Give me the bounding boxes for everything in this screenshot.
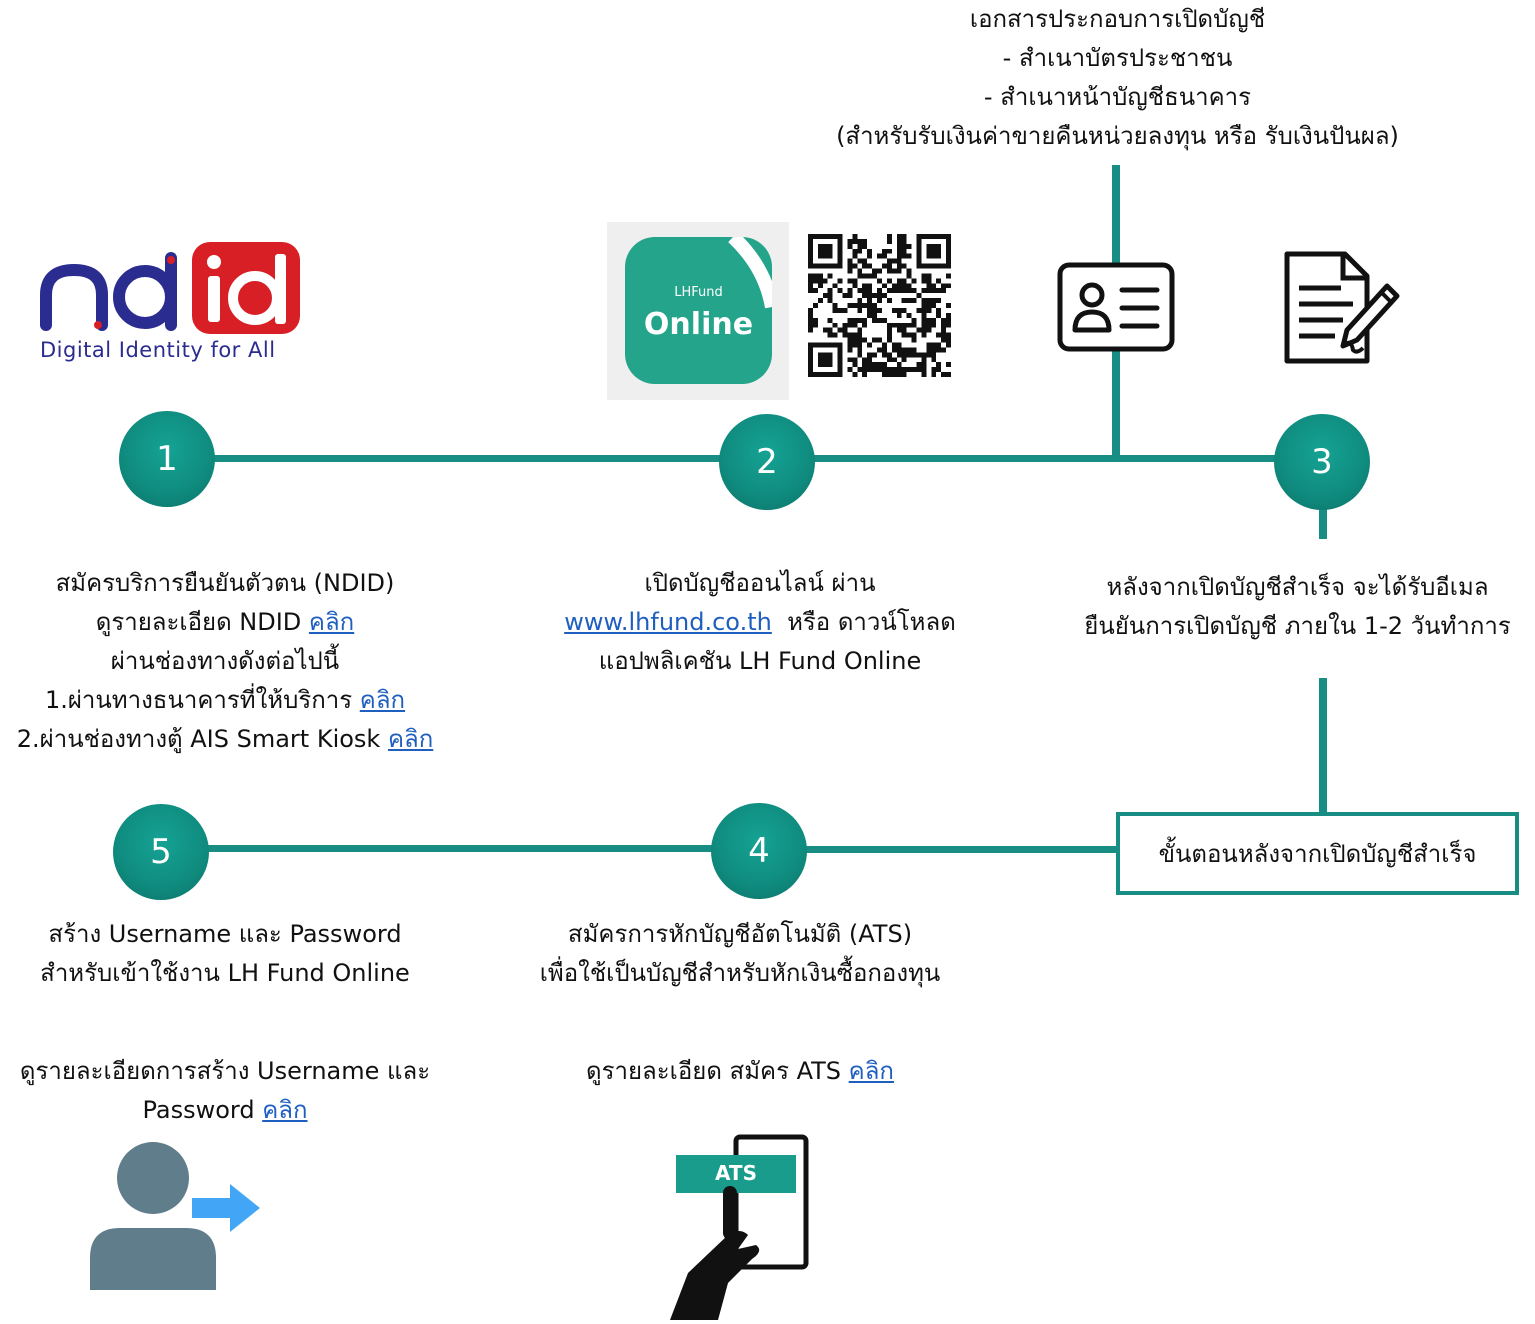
- step-4-line-2: เพื่อใช้เป็นบัญชีสำหรับหักเงินซื้อกองทุน: [539, 959, 941, 987]
- ats-badge: ATS: [715, 1161, 757, 1185]
- ndid-detail-link[interactable]: คลิก: [308, 608, 355, 636]
- qr-code-icon[interactable]: [808, 234, 951, 377]
- ats-phone-hand-icon: ATS: [668, 1133, 818, 1320]
- app-icon-brand: LHFund: [674, 285, 723, 300]
- ndid-tagline: Digital Identity for All: [40, 338, 276, 362]
- step-1-kiosk-channel: 2.ผ่านช่องทางตู้ AIS Smart Kiosk คลิก: [16, 725, 434, 753]
- ats-detail-link[interactable]: คลิก: [848, 1057, 894, 1085]
- step-5-line-2: สำหรับเข้าใช้งาน LH Fund Online: [40, 959, 410, 987]
- lhfund-app-icon[interactable]: LHFund Online: [607, 222, 789, 400]
- step-4-detail-line: ดูรายละเอียด สมัคร ATS คลิก: [586, 1057, 894, 1085]
- document-sign-icon: [1283, 250, 1403, 365]
- step-5-circle: 5: [113, 804, 209, 900]
- step-2-circle: 2: [719, 414, 815, 510]
- app-icon-name: Online: [643, 307, 754, 342]
- step-1-bank-channel: 1.ผ่านทางธนาคารที่ให้บริการ คลิก: [44, 686, 406, 714]
- ndid-logo-graphic: [40, 242, 300, 334]
- step-1-title: สมัครบริการยืนยันตัวตน (NDID): [55, 569, 395, 597]
- step-5-text: สร้าง Username และ Password สำหรับเข้าใช…: [0, 915, 450, 993]
- user-login-icon: [86, 1140, 266, 1295]
- documents-title: เอกสารประกอบการเปิดบัญชี: [969, 5, 1266, 33]
- step-4-text: สมัครการหักบัญชีอัตโนมัติ (ATS) เพื่อใช้…: [510, 915, 970, 993]
- step-5-line-1: สร้าง Username และ Password: [48, 920, 402, 948]
- connector-step4-step5: [206, 845, 716, 852]
- step-2-app-line: แอปพลิเคชัน LH Fund Online: [598, 647, 922, 675]
- documents-item-id-card: - สำเนาบัตรประชาชน: [1002, 44, 1233, 72]
- username-detail-link[interactable]: คลิก: [262, 1096, 308, 1124]
- connector-step2-step3: [812, 455, 1278, 462]
- step-4-detail: ดูรายละเอียด สมัคร ATS คลิก: [510, 1052, 970, 1091]
- step-2-text: เปิดบัญชีออนไลน์ ผ่าน www.lhfund.co.th ห…: [530, 564, 990, 681]
- step-1-channels: ผ่านช่องทางดังต่อไปนี้: [110, 647, 340, 675]
- step-2-website-line: www.lhfund.co.th หรือ ดาวน์โหลด: [564, 608, 956, 636]
- id-card-icon: [1057, 262, 1175, 352]
- step-4-line-1: สมัครการหักบัญชีอัตโนมัติ (ATS): [567, 920, 913, 948]
- documents-text: เอกสารประกอบการเปิดบัญชี - สำเนาบัตรประช…: [760, 0, 1475, 156]
- documents-note: (สำหรับรับเงินค่าขายคืนหน่วยลงทุน หรือ ร…: [836, 122, 1399, 150]
- step-5-detail: ดูรายละเอียดการสร้าง Username และ Passwo…: [0, 1052, 450, 1130]
- step-4-circle: 4: [711, 803, 807, 899]
- ais-kiosk-link[interactable]: คลิก: [387, 725, 434, 753]
- after-opening-steps-box: ขั้นตอนหลังจากเปิดบัญชีสำเร็จ: [1116, 812, 1519, 895]
- connector-step1-step2: [212, 455, 722, 462]
- step-5-detail-line-2: Password คลิก: [142, 1096, 308, 1124]
- connector-step3-down-short: [1319, 505, 1327, 539]
- step-1-circle: 1: [119, 411, 215, 507]
- step-3-line-2: ยืนยันการเปิดบัญชี ภายใน 1-2 วันทำการ: [1084, 612, 1511, 640]
- bank-channel-link[interactable]: คลิก: [359, 686, 406, 714]
- lhfund-website-link[interactable]: www.lhfund.co.th: [564, 608, 772, 636]
- step-3-circle: 3: [1274, 414, 1370, 510]
- app-icon-tile: LHFund Online: [625, 237, 772, 384]
- step-1-text: สมัครบริการยืนยันตัวตน (NDID) ดูรายละเอี…: [0, 564, 450, 759]
- step-3-line-1: หลังจากเปิดบัญชีสำเร็จ จะได้รับอีเมล: [1106, 573, 1489, 601]
- documents-item-bank-book: - สำเนาหน้าบัญชีธนาคาร: [983, 83, 1252, 111]
- ndid-logo: Digital Identity for All: [40, 240, 305, 370]
- connector-box-vertical: [1319, 678, 1327, 814]
- connector-box-step4: [802, 846, 1118, 853]
- step-2-title: เปิดบัญชีออนไลน์ ผ่าน: [644, 569, 876, 597]
- qr-code-graphic: [808, 234, 951, 377]
- app-icon-swoosh: [728, 237, 772, 309]
- step-5-detail-line-1: ดูรายละเอียดการสร้าง Username และ: [19, 1057, 431, 1085]
- step-3-text: หลังจากเปิดบัญชีสำเร็จ จะได้รับอีเมล ยืน…: [1070, 568, 1525, 646]
- step-1-ndid-detail: ดูรายละเอียด NDID คลิก: [95, 608, 355, 636]
